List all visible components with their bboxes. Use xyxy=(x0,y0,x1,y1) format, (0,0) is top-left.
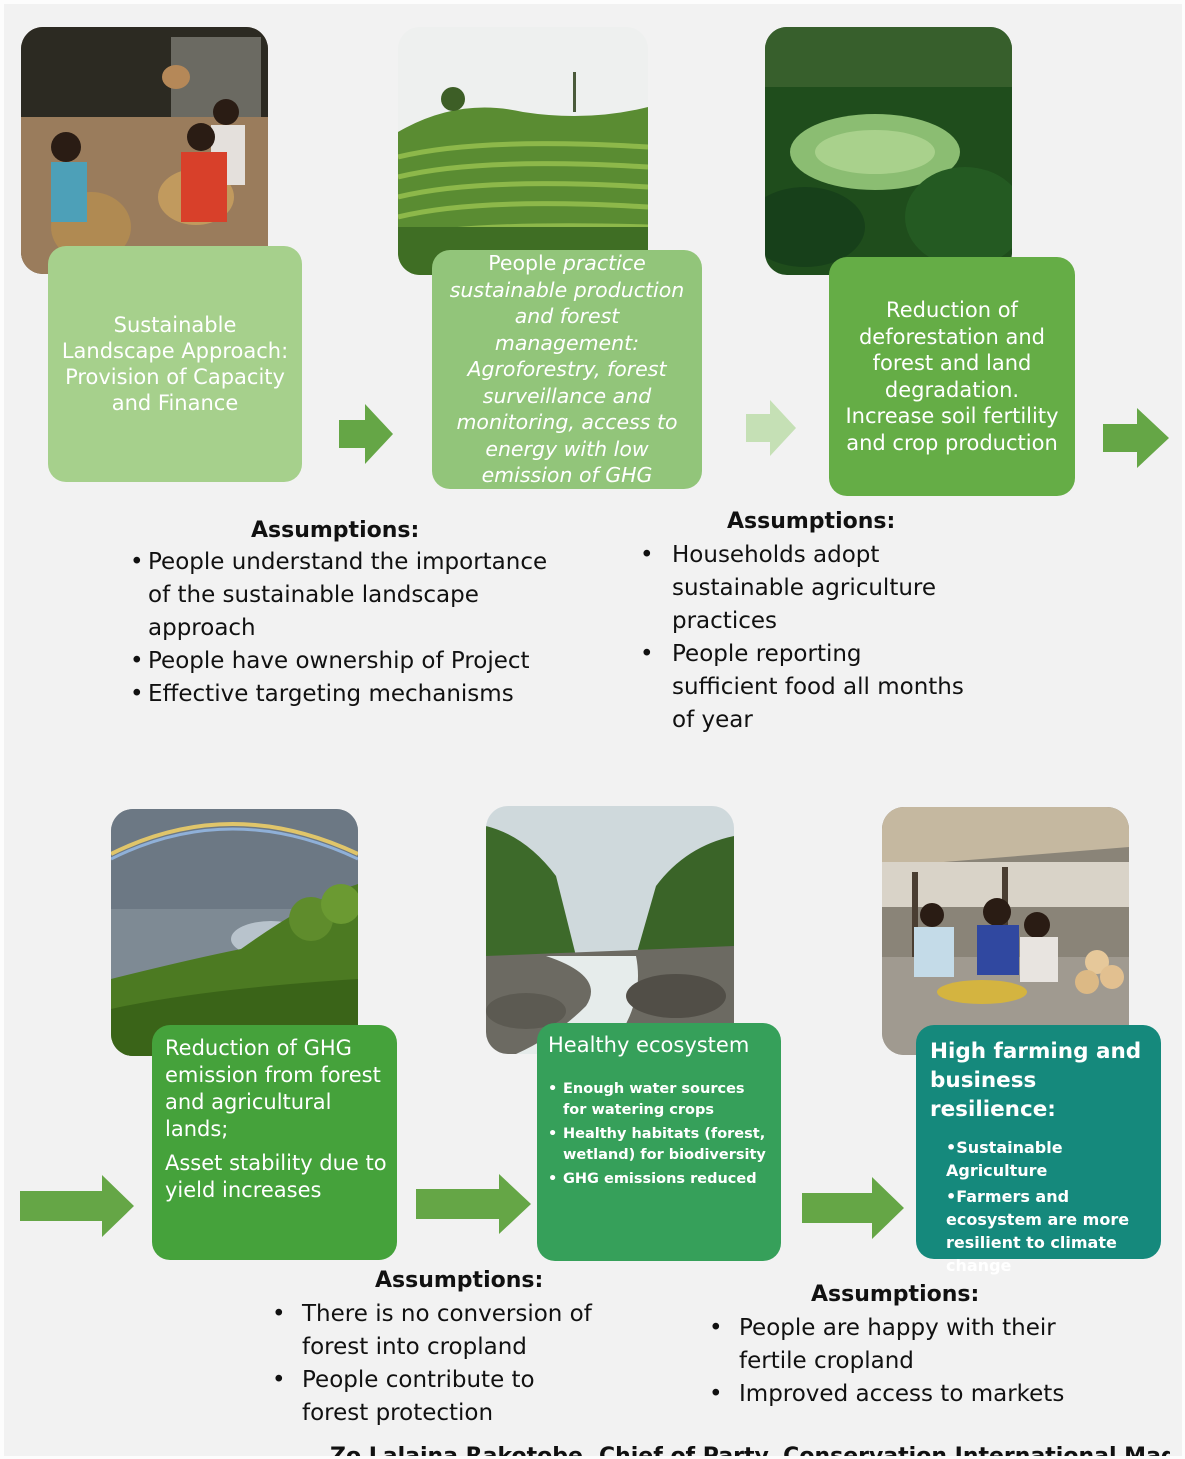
assumption-item: •Effective targeting mechanisms xyxy=(130,681,514,707)
box-reduction-deforestation-text: Reduction of deforestation and forest an… xyxy=(845,298,1059,455)
arrow-right-4 xyxy=(20,1175,134,1237)
assumptions-heading-1: Assumptions: xyxy=(251,518,420,543)
photo-forest-aerial xyxy=(765,27,1012,275)
box-sustainable-landscape-text: Sustainable Landscape Approach: Provisio… xyxy=(61,313,289,415)
assumptions-list-1: •People understand the importance of the… xyxy=(130,546,550,711)
assumptions-list-4: •People are happy with their fertile cro… xyxy=(709,1312,1089,1411)
assumptions-list-2: •Households adopt sustainable agricultur… xyxy=(640,539,1000,737)
assumptions-block-4: Assumptions: •People are happy with thei… xyxy=(709,1280,1089,1411)
footer-credit-text: Zo Lalaina Rakotobe, Chief of Party, Con… xyxy=(330,1444,1170,1456)
assumptions-block-2: Assumptions: •Households adopt sustainab… xyxy=(640,507,1000,737)
assumption-text: People understand the importance of the … xyxy=(148,549,548,641)
assumption-text: People are happy with their fertile crop… xyxy=(739,1315,1056,1374)
assumption-text: There is no conversion of forest into cr… xyxy=(302,1301,592,1360)
assumption-item: •Improved access to markets xyxy=(709,1381,1065,1407)
arrow-right-3 xyxy=(1103,408,1169,468)
box-reduction-ghg: Reduction of GHG emission from forest an… xyxy=(152,1025,397,1260)
box-farming-resilience-title: High farming and business resilience: xyxy=(930,1039,1142,1122)
box-reduction-deforestation: Reduction of deforestation and forest an… xyxy=(829,257,1075,496)
photo-terraced-hills xyxy=(398,27,648,275)
box-sustainable-practice-lead: People xyxy=(488,251,563,276)
arrow-right-1 xyxy=(339,404,393,464)
assumption-text: Improved access to markets xyxy=(739,1381,1065,1407)
box-reduction-ghg-line2: Asset stability due to yield increases xyxy=(165,1151,387,1202)
assumption-text: People reporting sufficient food all mon… xyxy=(672,641,964,733)
assumption-text: People contribute to forest protection xyxy=(302,1367,535,1426)
arrow-right-6 xyxy=(802,1177,904,1239)
photo-children-rice xyxy=(21,27,268,274)
resilience-item-text: Farmers and ecosystem are more resilient… xyxy=(946,1187,1130,1275)
arrow-right-5 xyxy=(416,1174,531,1234)
box-healthy-ecosystem-title: Healthy ecosystem xyxy=(548,1033,750,1057)
box-sustainable-practice-text: People practice sustainable production a… xyxy=(442,250,692,489)
assumptions-heading-3: Assumptions: xyxy=(375,1268,544,1293)
assumption-item: •People reporting sufficient food all mo… xyxy=(640,641,964,733)
box-sustainable-landscape: Sustainable Landscape Approach: Provisio… xyxy=(48,246,302,482)
assumption-text: Effective targeting mechanisms xyxy=(148,681,514,707)
box-sustainable-practice: People practice sustainable production a… xyxy=(432,250,702,489)
resilience-item: •Sustainable Agriculture xyxy=(946,1138,1063,1180)
assumption-item: •People understand the importance of the… xyxy=(130,549,548,641)
box-healthy-ecosystem-list: Enough water sources for watering crops … xyxy=(548,1079,771,1190)
ecosystem-item: GHG emissions reduced xyxy=(548,1169,771,1190)
assumptions-heading-2: Assumptions: xyxy=(727,509,896,534)
ecosystem-item: Enough water sources for watering crops xyxy=(548,1079,771,1121)
ecosystem-item: Healthy habitats (forest, wetland) for b… xyxy=(548,1124,771,1166)
assumption-item: •There is no conversion of forest into c… xyxy=(272,1301,592,1360)
assumption-item: •People are happy with their fertile cro… xyxy=(709,1315,1056,1374)
assumption-text: Households adopt sustainable agriculture… xyxy=(672,542,937,634)
assumption-item: •People contribute to forest protection xyxy=(272,1367,535,1426)
footer-credit: Zo Lalaina Rakotobe, Chief of Party, Con… xyxy=(330,1444,1170,1456)
box-farming-resilience: High farming and business resilience: •S… xyxy=(916,1025,1161,1275)
arrow-right-2 xyxy=(746,400,796,456)
box-farming-resilience-list: •Sustainable Agriculture •Farmers and ec… xyxy=(930,1136,1153,1277)
resilience-item-text: Sustainable Agriculture xyxy=(946,1138,1063,1180)
assumptions-heading-4: Assumptions: xyxy=(811,1282,980,1307)
assumption-text: People have ownership of Project xyxy=(148,648,530,674)
assumption-item: •Households adopt sustainable agricultur… xyxy=(640,542,937,634)
photo-river-valley xyxy=(486,806,734,1054)
box-sustainable-practice-italic: practice sustainable production and fore… xyxy=(449,251,685,488)
box-reduction-ghg-line1: Reduction of GHG emission from forest an… xyxy=(165,1036,381,1141)
assumptions-block-1: Assumptions: •People understand the impo… xyxy=(130,516,550,711)
assumptions-block-3: Assumptions: •There is no conversion of … xyxy=(272,1266,632,1430)
assumptions-list-3: •There is no conversion of forest into c… xyxy=(272,1298,632,1430)
box-healthy-ecosystem: Healthy ecosystem Enough water sources f… xyxy=(537,1023,781,1261)
resilience-item: •Farmers and ecosystem are more resilien… xyxy=(946,1187,1130,1275)
assumption-item: •People have ownership of Project xyxy=(130,648,530,674)
photo-rainbow-forest xyxy=(111,809,358,1056)
photo-market-women xyxy=(882,807,1129,1055)
